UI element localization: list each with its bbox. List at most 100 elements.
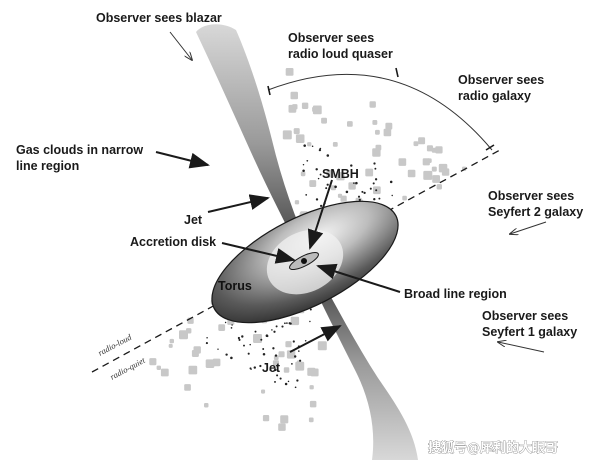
label-quasar-1: Observer sees xyxy=(288,31,374,45)
cloud-dot xyxy=(271,329,273,331)
label-broad-line-region: Broad line region xyxy=(404,287,507,301)
gas-cloud xyxy=(204,403,209,408)
gas-cloud xyxy=(301,102,309,109)
cloud-dot xyxy=(315,168,318,171)
cloud-dot xyxy=(262,352,266,356)
cloud-dot xyxy=(241,335,244,338)
cloud-dot xyxy=(272,347,275,350)
cloud-dot xyxy=(319,204,323,208)
cloud-dot xyxy=(287,380,290,383)
arrow-blazar xyxy=(169,31,192,60)
cloud-dot xyxy=(345,190,349,194)
cloud-dot xyxy=(274,354,278,357)
gas-cloud xyxy=(423,170,433,180)
gas-cloud xyxy=(418,137,426,145)
cloud-dot xyxy=(217,348,219,350)
arrow-jet-top xyxy=(207,194,270,213)
cloud-dot xyxy=(318,148,322,152)
label-seyfert1-2: Seyfert 1 galaxy xyxy=(482,325,577,339)
gas-cloud xyxy=(280,415,289,424)
cloud-dot xyxy=(326,183,329,186)
gas-cloud xyxy=(432,175,440,183)
cloud-dot xyxy=(259,364,262,368)
jet-lower xyxy=(305,266,418,460)
gas-cloud xyxy=(312,106,318,112)
cloud-dot xyxy=(372,182,375,185)
cloud-dot xyxy=(275,325,278,328)
cloud-dot xyxy=(337,168,340,171)
gas-cloud xyxy=(156,365,161,370)
cloud-dot xyxy=(276,374,279,377)
gas-cloud xyxy=(285,68,294,76)
arrow-jet-bottom xyxy=(289,325,342,353)
gas-cloud xyxy=(288,104,297,113)
cloud-dot xyxy=(299,359,302,362)
gas-cloud xyxy=(294,200,300,205)
cloud-dot xyxy=(293,355,297,358)
gas-cloud xyxy=(282,130,292,140)
cloud-dot xyxy=(298,350,300,352)
gas-cloud xyxy=(365,168,374,177)
label-radio-galaxy-1: Observer sees xyxy=(458,73,544,87)
gas-cloud xyxy=(347,121,353,127)
label-jet-bottom: Jet xyxy=(262,361,281,375)
cloud-dot xyxy=(334,185,337,189)
gas-cloud xyxy=(160,368,169,377)
cloud-dot xyxy=(326,154,330,157)
cloud-dot xyxy=(250,368,252,370)
gas-cloud xyxy=(286,350,296,359)
gas-cloud xyxy=(307,367,316,376)
cloud-dot xyxy=(294,386,297,389)
gas-cloud xyxy=(253,334,262,343)
gas-cloud xyxy=(441,168,450,176)
gas-cloud xyxy=(212,358,221,367)
gas-cloud xyxy=(326,169,335,178)
gas-cloud xyxy=(307,142,312,147)
cloud-dot xyxy=(284,382,288,386)
cloud-dot xyxy=(286,322,288,324)
gas-cloud xyxy=(188,365,198,375)
gas-cloud xyxy=(290,316,300,326)
arrow-accretion-disk xyxy=(221,242,296,264)
cloud-dot xyxy=(302,163,305,166)
gas-cloud xyxy=(186,328,192,334)
label-seyfert2-1: Observer sees xyxy=(488,189,574,203)
gas-cloud xyxy=(205,359,215,368)
gas-cloud xyxy=(168,343,173,348)
gas-cloud xyxy=(436,184,442,190)
gas-cloud xyxy=(332,142,338,147)
gas-cloud xyxy=(317,341,327,351)
label-torus: Torus xyxy=(218,279,252,293)
gas-cloud xyxy=(407,169,416,178)
gas-cloud xyxy=(383,128,392,137)
cloud-dot xyxy=(237,336,240,340)
cloud-dot xyxy=(206,337,208,339)
gas-cloud xyxy=(309,180,317,187)
cloud-dot xyxy=(350,164,353,167)
cloud-dot xyxy=(355,181,358,185)
cloud-dot xyxy=(254,330,257,333)
cloud-dot xyxy=(302,169,305,173)
cloud-dot xyxy=(249,343,251,346)
label-jet-top: Jet xyxy=(184,213,203,227)
cloud-dot xyxy=(303,144,306,147)
cloud-dot xyxy=(205,342,208,345)
cloud-dot xyxy=(274,368,277,372)
cloud-dot xyxy=(353,182,355,184)
gas-cloud xyxy=(295,134,305,143)
cloud-dot xyxy=(305,194,308,196)
cloud-dot xyxy=(369,187,372,190)
viewing-angle-arc xyxy=(267,73,493,151)
cloud-dot xyxy=(266,335,269,338)
gas-cloud xyxy=(372,148,381,157)
gas-cloud xyxy=(308,417,314,423)
cloud-dot xyxy=(361,190,364,193)
cloud-dot xyxy=(374,167,377,170)
cloud-dot xyxy=(315,198,319,201)
gas-cloud xyxy=(261,389,266,394)
arrow-gas-clouds xyxy=(155,151,210,169)
gas-cloud xyxy=(435,146,443,154)
gas-cloud xyxy=(385,122,393,130)
gas-cloud xyxy=(398,158,407,166)
